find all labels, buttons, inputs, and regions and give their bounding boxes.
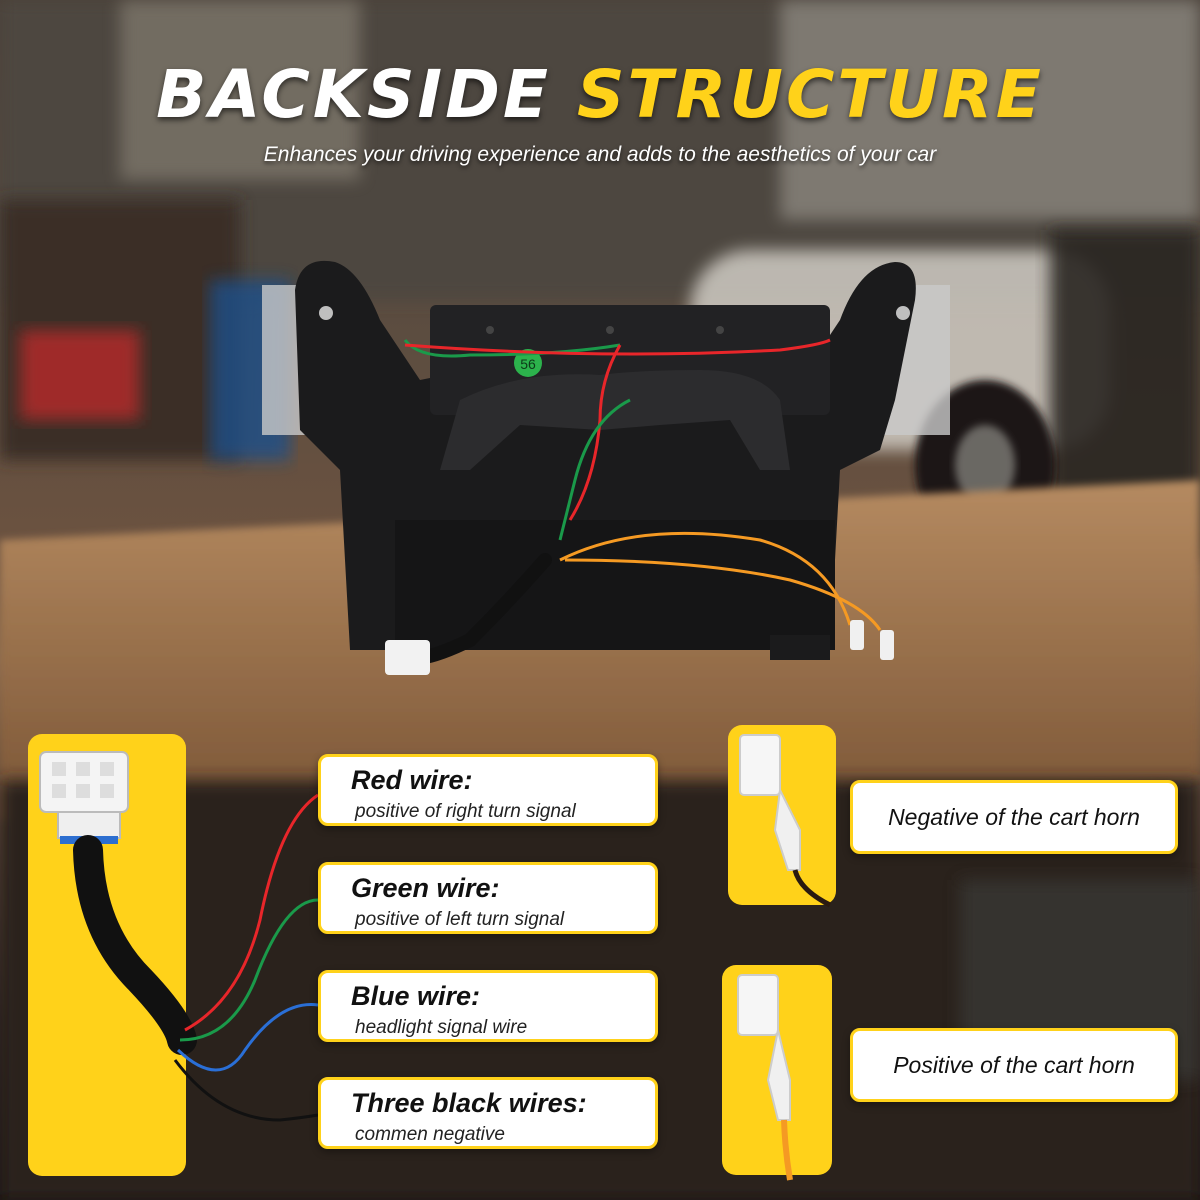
blue-wire-description: headlight signal wire	[355, 1017, 528, 1038]
negative-horn-card: Negative of the cart horn	[850, 780, 1178, 854]
red-wire-title: Red wire:	[351, 765, 473, 795]
green-wire-description: positive of left turn signal	[355, 909, 565, 930]
green-wire-line	[179, 898, 319, 1042]
title-backside: BACKSIDE	[156, 56, 551, 133]
green-wire-card: Green wire: positive of left turn signal	[318, 862, 658, 934]
wire-sleeve	[73, 835, 197, 1055]
title-structure: STRUCTURE	[576, 56, 1044, 133]
negative-terminal-icon	[739, 734, 832, 908]
product-sticker: 56	[520, 356, 536, 372]
positive-terminal-icon	[737, 974, 793, 1181]
blue-wire-line	[176, 1003, 319, 1072]
blue-wire-card: Blue wire: headlight signal wire	[318, 970, 658, 1042]
blue-wire-title: Blue wire:	[351, 981, 481, 1011]
black-wire-card: Three black wires: commen negative	[318, 1077, 658, 1149]
red-wire-description: positive of right turn signal	[355, 801, 576, 822]
red-wire-card: Red wire: positive of right turn signal	[318, 754, 658, 826]
negative-horn-label: Negative of the cart horn	[888, 803, 1140, 830]
connector-plug-icon	[39, 751, 129, 844]
positive-horn-label: Positive of the cart horn	[893, 1051, 1135, 1078]
green-wire-title: Green wire:	[351, 873, 500, 903]
black-wire-description: commen negative	[355, 1124, 505, 1145]
headlight-housing: 56	[262, 260, 950, 675]
page-subtitle: Enhances your driving experience and add…	[263, 143, 937, 166]
page-title: BACKSIDE STRUCTURE	[0, 62, 1200, 128]
black-wire-line	[173, 1059, 319, 1122]
red-wire-line	[184, 793, 319, 1032]
positive-horn-card: Positive of the cart horn	[850, 1028, 1178, 1102]
black-wire-title: Three black wires:	[351, 1088, 587, 1118]
